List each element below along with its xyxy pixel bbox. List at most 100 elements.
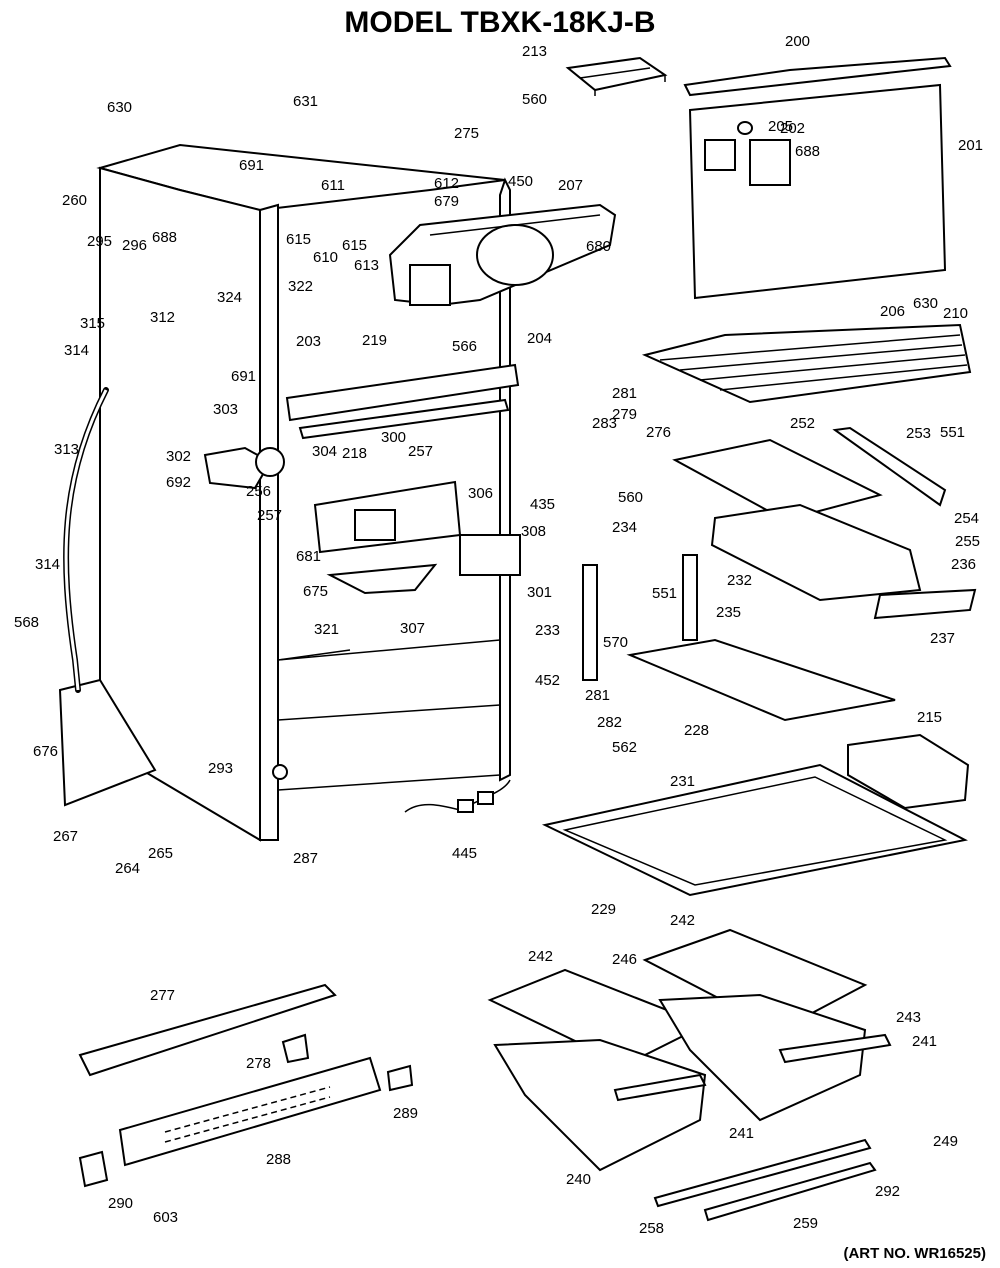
part-label-13: 611 xyxy=(321,177,345,194)
part-label-62: 308 xyxy=(521,523,546,540)
part-label-90: 229 xyxy=(591,901,616,918)
part-label-45: 276 xyxy=(646,424,671,441)
grille-288 xyxy=(118,1056,382,1167)
hinge-293 xyxy=(272,764,288,780)
part-label-96: 241 xyxy=(912,1033,937,1050)
part-label-66: 301 xyxy=(527,584,552,601)
part-label-80: 215 xyxy=(917,709,942,726)
part-label-56: 257 xyxy=(257,507,282,524)
part-label-18: 295 xyxy=(87,233,112,250)
part-label-81: 562 xyxy=(612,739,637,756)
part-label-8: 450 xyxy=(508,173,533,190)
part-label-60: 255 xyxy=(955,533,980,550)
freezer-panel xyxy=(688,83,947,300)
plug-socket xyxy=(477,791,494,805)
part-label-22: 615 xyxy=(342,237,367,254)
wire-shelf-206 xyxy=(641,323,972,404)
part-label-86: 264 xyxy=(115,860,140,877)
part-label-42: 283 xyxy=(592,415,617,432)
panel-knob xyxy=(737,121,753,135)
part-label-21: 610 xyxy=(313,249,338,266)
part-label-99: 241 xyxy=(729,1125,754,1142)
control-box xyxy=(203,446,285,490)
part-label-101: 240 xyxy=(566,1171,591,1188)
part-label-68: 232 xyxy=(727,572,752,589)
part-label-106: 258 xyxy=(639,1220,664,1237)
diagram-title: MODEL TBXK-18KJ-B xyxy=(344,6,656,39)
part-label-1: 200 xyxy=(785,33,810,50)
part-label-23: 613 xyxy=(354,257,379,274)
part-label-98: 289 xyxy=(393,1105,418,1122)
part-label-24: 680 xyxy=(586,238,611,255)
part-label-104: 292 xyxy=(875,1183,900,1200)
switch-plate xyxy=(459,534,521,576)
part-label-35: 566 xyxy=(452,338,477,355)
part-label-47: 253 xyxy=(906,425,931,442)
rail-259 xyxy=(703,1161,877,1222)
part-label-51: 304 xyxy=(312,443,337,460)
shelf-228 xyxy=(626,638,896,722)
part-label-76: 452 xyxy=(535,672,560,689)
part-label-19: 296 xyxy=(122,237,147,254)
part-label-7: 275 xyxy=(454,125,479,142)
part-label-38: 303 xyxy=(213,401,238,418)
part-label-3: 205 xyxy=(768,118,793,135)
part-label-97: 278 xyxy=(246,1055,271,1072)
crisper-drawers xyxy=(487,928,892,1172)
part-label-11: 630 xyxy=(107,99,132,116)
rail-233 xyxy=(582,564,598,681)
rail-253 xyxy=(832,426,947,507)
part-label-2: 201 xyxy=(958,137,983,154)
part-label-91: 277 xyxy=(150,987,175,1004)
part-label-93: 242 xyxy=(670,912,695,929)
part-label-95: 243 xyxy=(896,1009,921,1026)
part-label-10: 631 xyxy=(293,93,318,110)
part-label-34: 219 xyxy=(362,332,387,349)
part-label-57: 560 xyxy=(618,489,643,506)
part-label-40: 218 xyxy=(342,445,367,462)
part-label-61: 681 xyxy=(296,548,321,565)
part-label-64: 675 xyxy=(303,583,328,600)
part-label-54: 692 xyxy=(166,474,191,491)
ice-tray xyxy=(565,56,668,96)
part-label-73: 568 xyxy=(14,614,39,631)
rail-232 xyxy=(682,554,698,641)
part-label-59: 254 xyxy=(954,510,979,527)
part-label-92: 242 xyxy=(528,948,553,965)
part-label-46: 252 xyxy=(790,415,815,432)
part-label-53: 435 xyxy=(530,496,555,513)
part-label-69: 233 xyxy=(535,622,560,639)
switch-289 xyxy=(386,1064,414,1092)
part-label-102: 249 xyxy=(933,1133,958,1150)
part-label-30: 315 xyxy=(80,315,105,332)
light-housing xyxy=(313,480,462,554)
part-label-70: 570 xyxy=(603,634,628,651)
part-label-12: 691 xyxy=(239,157,264,174)
part-label-9: 207 xyxy=(558,177,583,194)
part-label-89: 445 xyxy=(452,845,477,862)
part-label-14: 612 xyxy=(434,175,459,192)
part-label-49: 313 xyxy=(54,441,79,458)
part-label-28: 630 xyxy=(913,295,938,312)
art-number: (ART NO. WR16525) xyxy=(843,1245,986,1262)
part-label-4: 202 xyxy=(780,120,805,137)
part-label-87: 265 xyxy=(148,845,173,862)
part-label-100: 288 xyxy=(266,1151,291,1168)
part-label-63: 236 xyxy=(951,556,976,573)
part-label-27: 206 xyxy=(880,303,905,320)
part-label-31: 312 xyxy=(150,309,175,326)
part-label-71: 237 xyxy=(930,630,955,647)
part-label-83: 293 xyxy=(208,760,233,777)
glass-shelf xyxy=(541,763,968,897)
bin-215 xyxy=(847,733,970,810)
cover-290 xyxy=(78,1150,109,1188)
part-label-67: 551 xyxy=(652,585,677,602)
part-label-15: 679 xyxy=(434,193,459,210)
part-label-26: 324 xyxy=(217,289,242,306)
part-label-39: 300 xyxy=(381,429,406,446)
meat-keeper-assembly xyxy=(672,438,977,620)
plug xyxy=(457,799,474,813)
